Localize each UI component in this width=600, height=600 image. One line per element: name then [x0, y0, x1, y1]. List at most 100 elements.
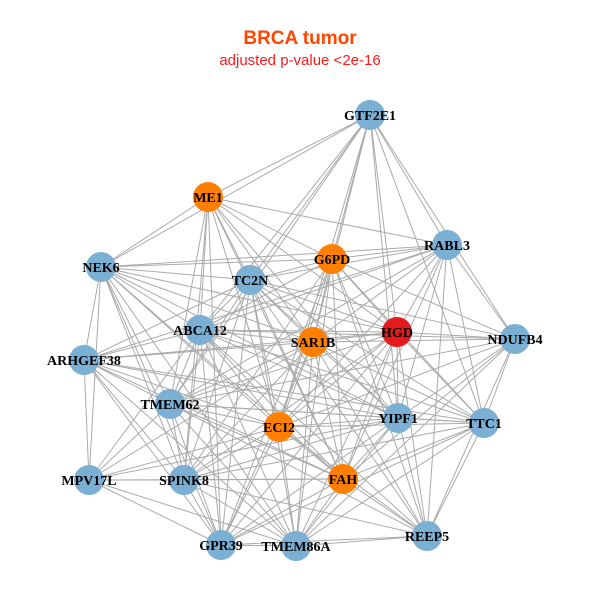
node-circle — [382, 317, 412, 347]
node-YIPF1[interactable]: YIPF1 — [378, 403, 418, 433]
node-NDUFB4[interactable]: NDUFB4 — [487, 324, 543, 354]
edge-GTF2E1-NEK6 — [100, 114, 371, 268]
node-label: SAR1B — [291, 336, 335, 351]
node-NEK6[interactable]: NEK6 — [82, 252, 120, 282]
edge-SPINK8-FAH — [183, 478, 344, 481]
node-TC2N[interactable]: TC2N — [232, 265, 269, 295]
node-circle — [469, 408, 499, 438]
edge-GTF2E1-TMEM62 — [169, 114, 371, 405]
edge-HGD-NDUFB4 — [396, 331, 516, 340]
edge-SAR1B-NDUFB4 — [312, 338, 516, 343]
edge-NEK6-FAH — [100, 266, 344, 480]
edge-NEK6-SAR1B — [100, 266, 314, 343]
edge-ARHGEF38-TMEM86A — [83, 359, 297, 547]
node-FAH[interactable]: FAH — [328, 464, 358, 494]
edge-TTC1-TMEM86A — [295, 422, 485, 547]
edge-YIPF1-MPV17L — [88, 417, 399, 481]
node-label: REEP5 — [405, 530, 449, 545]
edge-G6PD-FAH — [331, 258, 344, 480]
edge-TTC1-FAH — [342, 422, 485, 480]
node-circle — [412, 521, 442, 551]
edge-ARHGEF38-SPINK8 — [83, 359, 185, 481]
node-circle — [298, 327, 328, 357]
edge-FAH-REEP5 — [342, 478, 428, 537]
node-HGD[interactable]: HGD — [381, 317, 413, 347]
node-label: GPR39 — [199, 539, 243, 554]
edge-GTF2E1-SAR1B — [312, 114, 371, 343]
edge-G6PD-GPR39 — [220, 258, 333, 546]
node-circle — [74, 465, 104, 495]
node-label: TTC1 — [466, 417, 502, 432]
edge-TTC1-SPINK8 — [183, 422, 485, 481]
edge-TC2N-TMEM86A — [249, 279, 297, 547]
node-ARHGEF38[interactable]: ARHGEF38 — [47, 345, 121, 375]
node-REEP5[interactable]: REEP5 — [405, 521, 449, 551]
edge-RABL3-TTC1 — [446, 244, 485, 424]
edge-TTC1-REEP5 — [426, 422, 485, 537]
edge-ME1-HGD — [207, 196, 398, 333]
edge-ARHGEF38-FAH — [83, 359, 344, 480]
node-label: SPINK8 — [159, 474, 209, 489]
edge-NDUFB4-TMEM62 — [169, 338, 516, 405]
edge-ARHGEF38-TTC1 — [83, 359, 485, 424]
node-circle — [328, 464, 358, 494]
edge-SAR1B-TMEM62 — [169, 341, 314, 405]
edge-HGD-GPR39 — [220, 331, 398, 546]
edge-HGD-REEP5 — [396, 331, 428, 537]
edge-NEK6-HGD — [100, 266, 398, 333]
edge-GTF2E1-ME1 — [207, 114, 371, 198]
node-ABCA12[interactable]: ABCA12 — [173, 315, 227, 345]
node-circle — [281, 531, 311, 561]
node-GTF2E1[interactable]: GTF2E1 — [344, 100, 396, 130]
node-label: FAH — [329, 473, 358, 488]
edge-NDUFB4-ECI2 — [278, 338, 516, 428]
edge-G6PD-NEK6 — [100, 258, 333, 268]
edge-HGD-ECI2 — [278, 331, 398, 428]
node-ME1[interactable]: ME1 — [193, 182, 223, 212]
edge-RABL3-YIPF1 — [397, 244, 448, 419]
edge-NDUFB4-TMEM86A — [295, 338, 516, 547]
node-circle — [383, 403, 413, 433]
node-label: G6PD — [314, 253, 351, 268]
node-TTC1[interactable]: TTC1 — [466, 408, 502, 438]
edge-GTF2E1-NDUFB4 — [369, 114, 516, 340]
node-TMEM86A[interactable]: TMEM86A — [261, 531, 331, 561]
node-SPINK8[interactable]: SPINK8 — [159, 465, 209, 495]
edge-ARHGEF38-ECI2 — [83, 359, 280, 428]
node-RABL3[interactable]: RABL3 — [424, 230, 470, 260]
edge-FAH-GPR39 — [220, 478, 344, 546]
edge-SAR1B-ECI2 — [278, 341, 314, 428]
edge-HGD-ARHGEF38 — [83, 331, 398, 361]
edge-TC2N-REEP5 — [249, 279, 428, 537]
edge-MPV17L-GPR39 — [88, 479, 222, 546]
edge-ABCA12-ARHGEF38 — [83, 329, 201, 361]
node-label: MPV17L — [61, 474, 116, 489]
node-circle — [264, 412, 294, 442]
node-circle — [317, 244, 347, 274]
node-circle — [355, 100, 385, 130]
node-circle — [206, 530, 236, 560]
edge-GTF2E1-HGD — [369, 114, 398, 333]
edge-ABCA12-MPV17L — [88, 329, 201, 481]
edge-ARHGEF38-MPV17L — [83, 359, 90, 481]
node-TMEM62[interactable]: TMEM62 — [140, 389, 200, 419]
edge-RABL3-ABCA12 — [199, 244, 448, 331]
node-circle — [155, 389, 185, 419]
edge-TMEM62-REEP5 — [169, 403, 428, 537]
edge-G6PD-RABL3 — [331, 244, 448, 260]
node-GPR39[interactable]: GPR39 — [199, 530, 243, 560]
edge-RABL3-SAR1B — [312, 244, 448, 343]
edge-HGD-TMEM62 — [169, 331, 398, 405]
node-circle — [235, 265, 265, 295]
edge-ECI2-MPV17L — [88, 426, 280, 481]
edge-HGD-SPINK8 — [183, 331, 398, 481]
edge-NEK6-ABCA12 — [100, 266, 201, 331]
node-ECI2[interactable]: ECI2 — [263, 412, 295, 442]
node-MPV17L[interactable]: MPV17L — [61, 465, 117, 495]
edge-NEK6-TMEM86A — [100, 266, 297, 547]
node-circle — [69, 345, 99, 375]
node-SAR1B[interactable]: SAR1B — [291, 327, 335, 357]
node-label: TC2N — [232, 274, 269, 289]
node-G6PD[interactable]: G6PD — [314, 244, 351, 274]
